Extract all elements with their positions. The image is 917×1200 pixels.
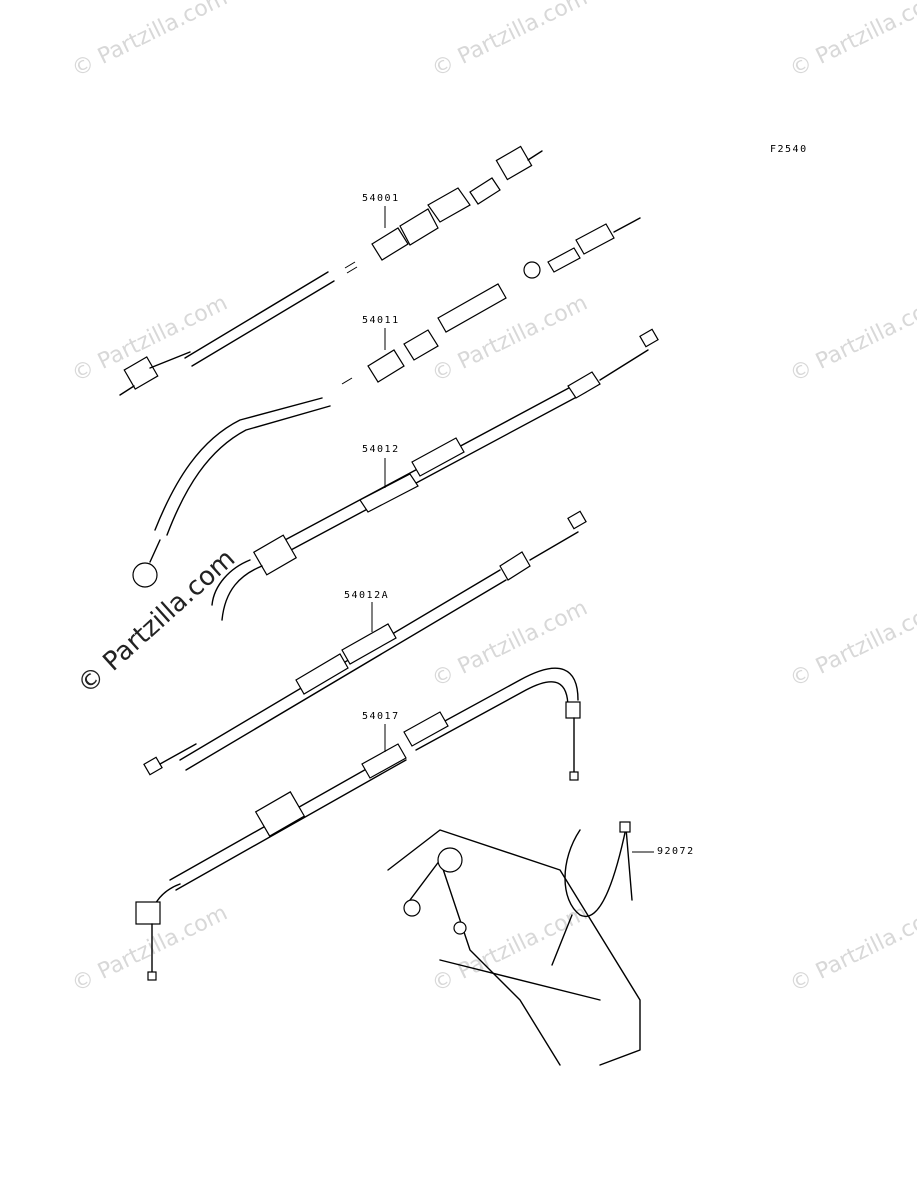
clutch-cable <box>135 667 581 981</box>
part-number-54012a[interactable]: 54012A <box>344 590 390 601</box>
throttle-cable <box>211 328 659 621</box>
tachometer-cable <box>132 217 641 588</box>
part-number-54011[interactable]: 54011 <box>362 315 400 326</box>
speedometer-cable <box>119 145 543 396</box>
part-number-92072[interactable]: 92072 <box>657 846 695 857</box>
part-number-54012[interactable]: 54012 <box>362 444 400 455</box>
frame-band <box>387 821 654 1066</box>
part-number-54017[interactable]: 54017 <box>362 711 400 722</box>
figure-code: F2540 <box>770 144 808 155</box>
leader-lines <box>371 206 386 752</box>
throttle-cable-a <box>143 510 587 776</box>
part-number-54001[interactable]: 54001 <box>362 193 400 204</box>
